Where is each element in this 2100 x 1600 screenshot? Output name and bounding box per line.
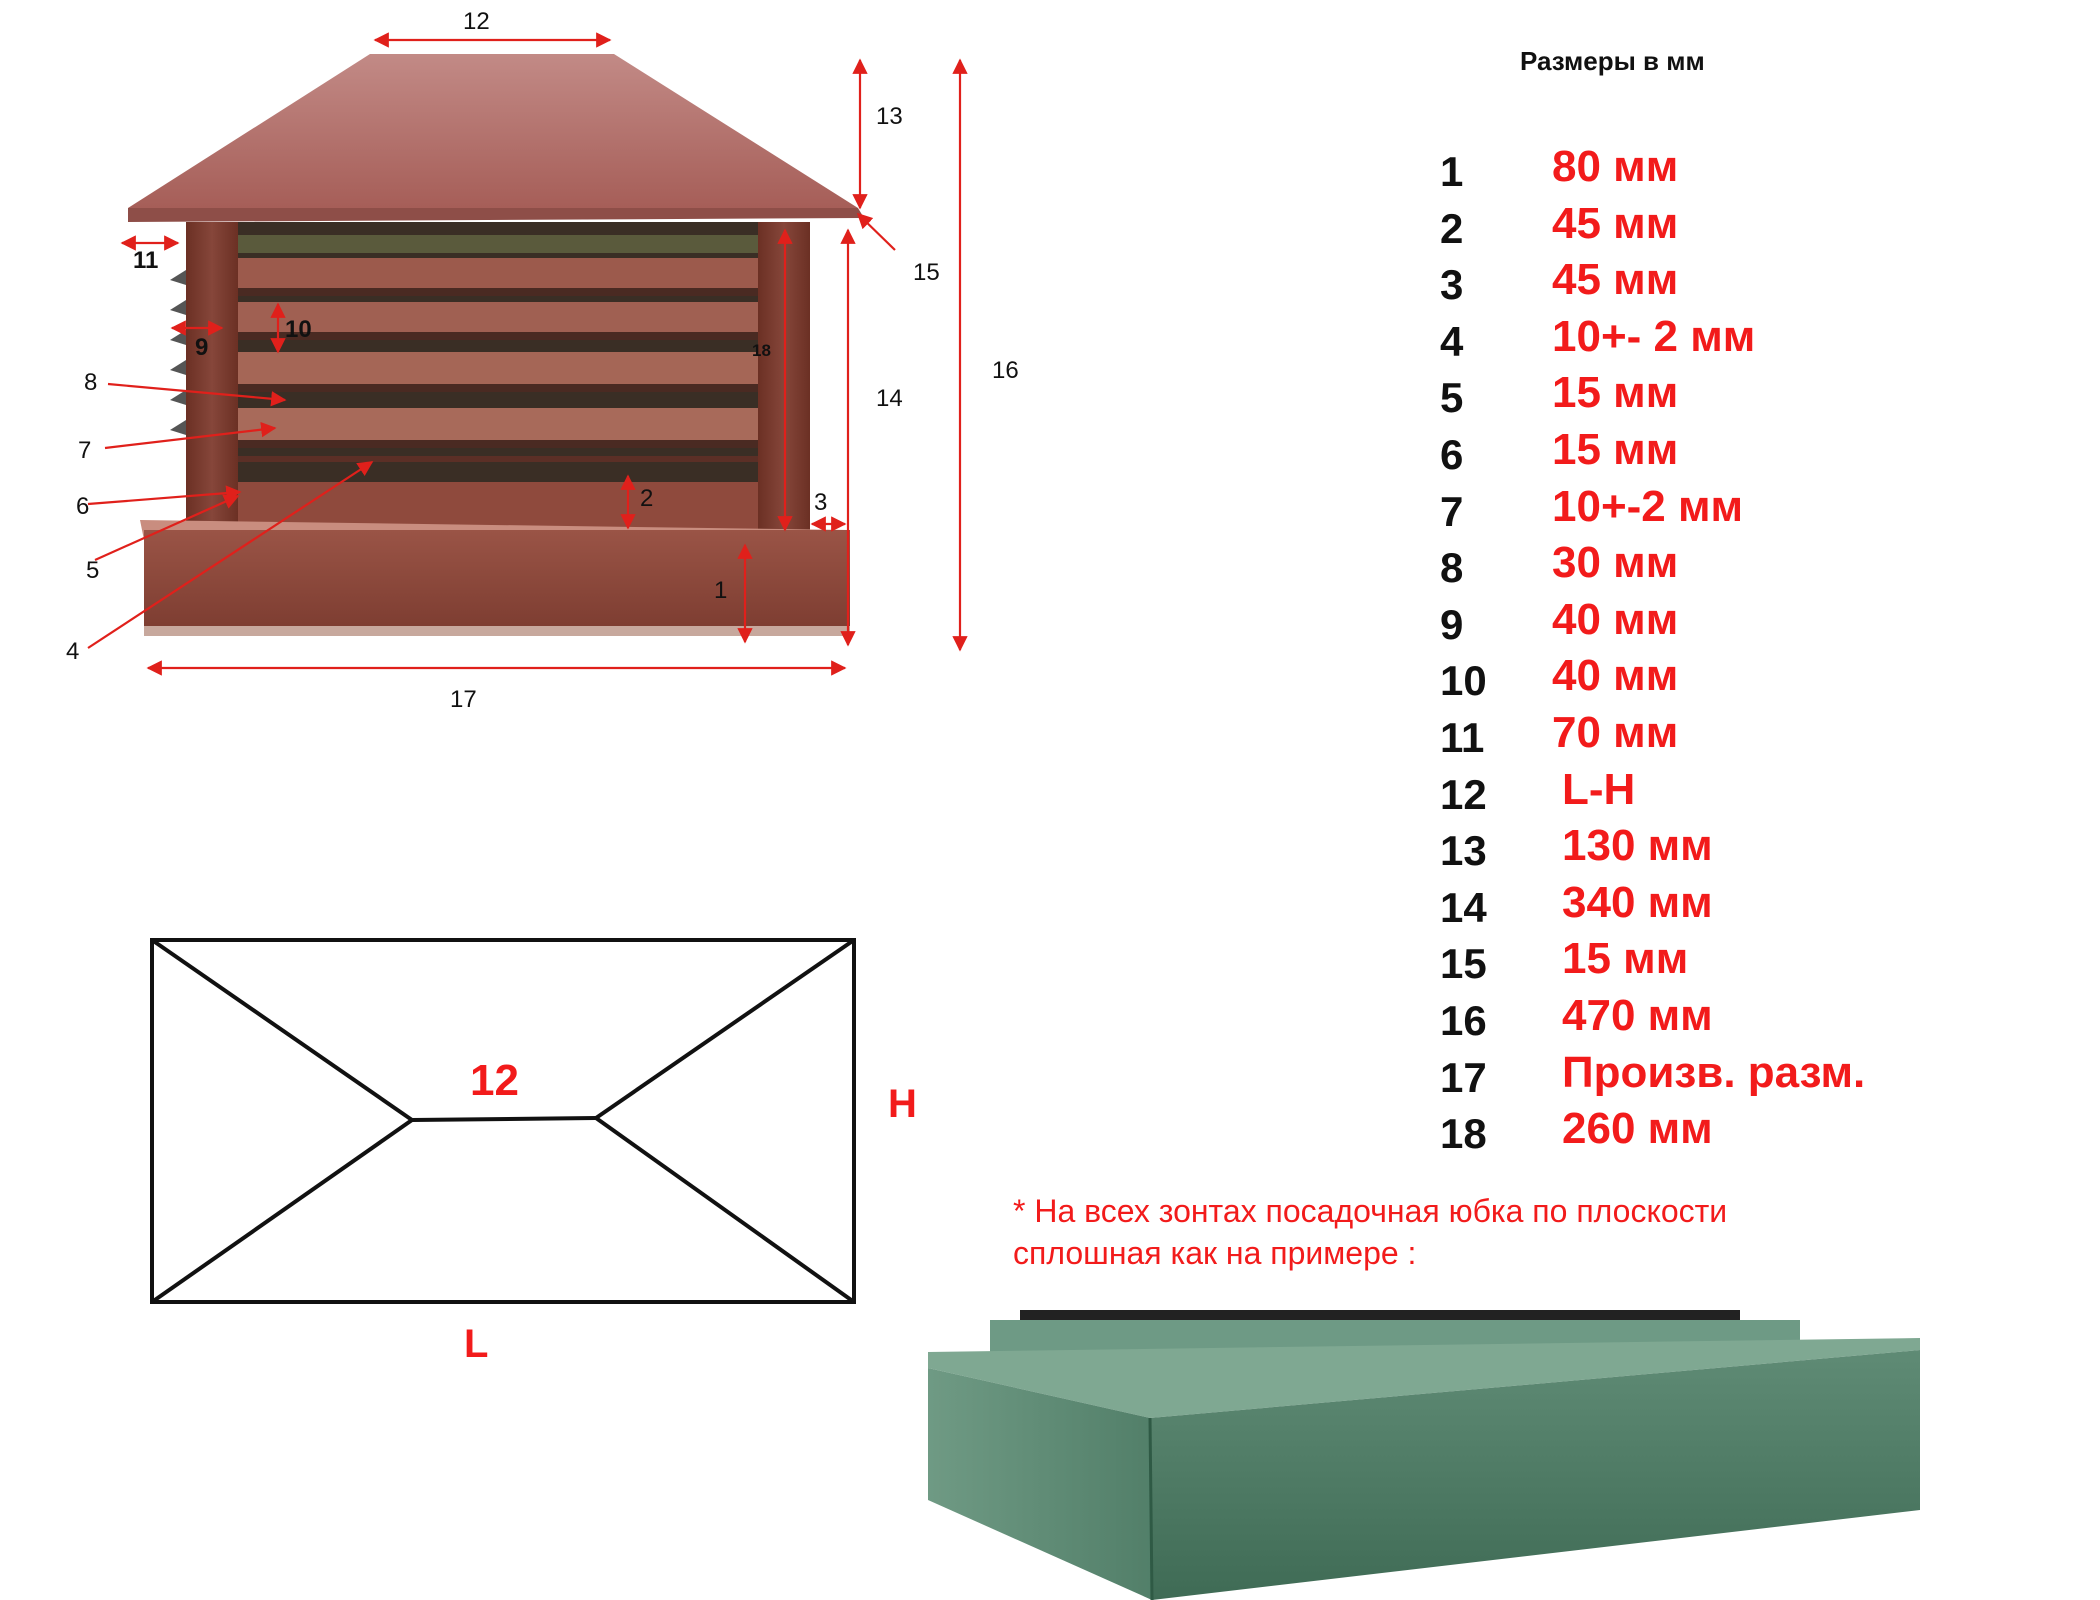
legend-value: 30 мм (1552, 538, 1679, 588)
dimension-arrows (87, 32, 968, 676)
callout-12: 12 (463, 8, 490, 35)
legend-value: 260 мм (1562, 1104, 1713, 1154)
legend-value: 70 мм (1552, 708, 1679, 757)
legend-number: 6 (1440, 431, 1464, 478)
legend-number: 2 (1440, 204, 1464, 252)
legend-number: 7 (1440, 487, 1464, 535)
skirt-top-rim (928, 1338, 1920, 1418)
legend-number: 5 (1440, 374, 1464, 422)
callout-16: 16 (992, 357, 1019, 384)
skirt-note: * На всех зонтах посадочная юбка по плос… (1013, 1190, 1813, 1274)
legend-value: 45 мм (1552, 198, 1679, 248)
callout-11: 11 (133, 247, 158, 274)
legend-number: 3 (1440, 261, 1464, 309)
plan-ridge-lines (150, 938, 856, 1304)
callout-4: 4 (66, 638, 79, 665)
legend-number: 1 (1440, 148, 1464, 195)
legend-value: 470 мм (1562, 991, 1713, 1040)
roof (128, 54, 858, 208)
legend-number: 13 (1440, 827, 1487, 875)
callout-9: 9 (195, 334, 208, 361)
callout-10: 10 (285, 316, 312, 343)
skirt-example (928, 1310, 1920, 1600)
legend-number: 16 (1440, 997, 1487, 1044)
legend-value: Произв. разм. (1562, 1047, 1866, 1097)
legend-number: 12 (1440, 770, 1487, 818)
plan-center-label: 12 (470, 1056, 519, 1105)
skirt-front-face (1150, 1350, 1920, 1600)
note-line-1: * На всех зонтах посадочная юбка по плос… (1013, 1193, 1728, 1229)
callout-6: 6 (76, 493, 89, 520)
legend-number: 4 (1440, 317, 1464, 365)
legend-number: 10 (1440, 657, 1487, 705)
legend-number: 14 (1440, 883, 1487, 931)
legend-number: 8 (1440, 544, 1464, 592)
legend-value: 45 мм (1552, 255, 1679, 305)
legend-value: 40 мм (1552, 651, 1679, 701)
legend-number: 17 (1440, 1053, 1487, 1101)
louvre-slats (236, 235, 758, 530)
callout-18: 18 (752, 341, 771, 360)
legend-value: 15 мм (1552, 368, 1679, 418)
legend-number: 11 (1440, 714, 1485, 761)
base-skirt (144, 530, 850, 630)
legend-value: 80 мм (1552, 142, 1679, 191)
callout-3: 3 (814, 489, 827, 516)
legend-heading: Размеры в мм (1520, 46, 1705, 76)
callout-17: 17 (450, 686, 477, 713)
base-skirt-bottom (144, 626, 850, 636)
legend-value: 340 мм (1562, 877, 1713, 927)
legend-value: 40 мм (1552, 594, 1679, 644)
left-post (186, 222, 238, 532)
callout-5: 5 (86, 557, 99, 584)
callout-13: 13 (876, 103, 903, 130)
note-line-2: сплошная как на примере : (1013, 1235, 1417, 1271)
roof-plan-diagram: 12 H L (150, 938, 917, 1360)
legend-value: 15 мм (1552, 425, 1679, 474)
callout-15: 15 (913, 259, 940, 286)
legend-value: 15 мм (1562, 934, 1689, 984)
legend-value: L-H (1562, 764, 1636, 814)
callout-1: 1 (714, 577, 727, 604)
callout-2: 2 (640, 485, 653, 512)
legend-number: 9 (1440, 600, 1464, 648)
legend-value: 130 мм (1562, 821, 1713, 871)
callout-8: 8 (84, 369, 97, 396)
plan-length-label: L (464, 1322, 488, 1360)
legend-value: 10+-2 мм (1552, 481, 1744, 531)
callout-14: 14 (876, 385, 903, 412)
roof-edge (128, 208, 864, 222)
legend-number: 18 (1440, 1110, 1487, 1158)
callout-7: 7 (78, 437, 91, 464)
chimney-cap-diagram: 12 13 16 14 15 18 11 9 10 8 7 6 5 4 2 3 … (66, 8, 1019, 713)
legend-number: 15 (1440, 940, 1487, 988)
skirt-left-face (928, 1368, 1152, 1600)
plan-height-label: H (888, 1082, 917, 1126)
legend-value: 10+- 2 мм (1552, 311, 1756, 361)
